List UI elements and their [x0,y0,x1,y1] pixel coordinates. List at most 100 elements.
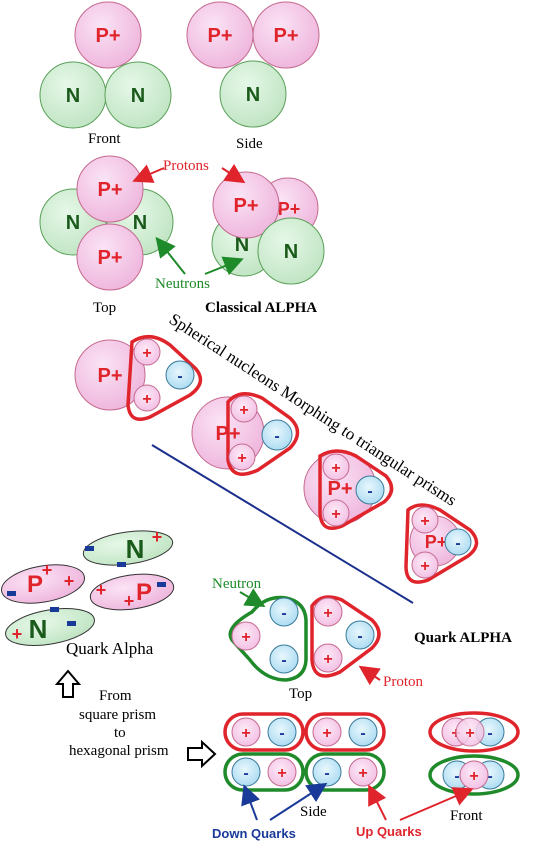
proton-capsule [428,711,520,753]
proton-arrow [358,665,381,686]
up-quark-sign: + [331,506,340,523]
proton-sphere [76,223,144,291]
up-quark-sign: + [124,591,135,611]
neutrons-arrow [204,256,244,276]
up-quark-sign: + [96,580,107,600]
up-quark [348,757,378,787]
front-label: Front [88,131,121,147]
triangular-prism-outline [404,503,479,584]
neutron-letter: N [126,534,145,564]
from-line-3: to [114,725,126,741]
up-quark [313,643,343,673]
down-quark [444,528,472,556]
morph-stage-1: P+ + - + [74,335,203,421]
down-quark-sign: - [357,628,362,645]
up-quark-sign: + [241,725,250,742]
protons-label: Protons [163,158,209,174]
classical-alpha-3d: P+ N P+ N [211,171,325,285]
down-quark-sign: - [367,483,372,500]
up-quark-sign: + [323,605,332,622]
up-quarks-arrow [399,787,474,821]
proton-symbol: P+ [273,25,298,47]
triangular-prism-outline [226,392,300,476]
neutron-letter: N [29,614,48,644]
down-quark [269,597,299,627]
proton-symbol: P+ [233,195,258,217]
down-quark-sign: - [279,725,284,742]
up-quark [313,597,343,627]
side-label: Side [236,136,263,152]
front-label: Front [450,808,483,824]
proton-sphere [76,155,144,223]
down-quark [345,620,375,650]
morph-stage-3: P+ + - + [303,449,394,530]
neutrons-arrow [155,236,186,275]
down-quark-mark [7,591,16,596]
down-quark [355,475,385,505]
neutron-lobe [82,530,174,566]
proton-symbol: P+ [95,25,120,47]
up-quark [133,338,161,366]
down-quark-mark [67,621,76,626]
proton-symbol: P+ [207,25,232,47]
up-quark-sign: + [322,725,331,742]
proton-label: Proton [383,674,424,690]
up-quark-sign: + [323,651,332,668]
from-line-4: hexagonal prism [69,743,169,759]
down-quark-sign: - [281,605,286,622]
down-quark-mark [117,562,126,567]
down-quarks-label: Down Quarks [212,826,296,841]
proton-symbol: P+ [327,478,352,500]
proton-letter: P [136,579,152,606]
up-quark-sign: + [469,768,478,785]
neutron-symbol: N [246,84,260,106]
right-arrow-icon [187,739,217,769]
proton-symbol: P+ [97,179,122,201]
neutron-symbol: N [284,241,298,263]
up-quark [228,443,256,471]
up-quark-sign: + [420,513,429,530]
quark-alpha-label: Quark Alpha [66,639,154,658]
down-quark [261,419,293,451]
up-quark-sign: + [331,460,340,477]
up-quarks-label: Up Quarks [356,824,422,839]
neutron-symbol: N [66,85,80,107]
up-quark-sign: + [358,765,367,782]
down-quark-sign: - [360,725,365,742]
up-quark-sign: + [142,391,151,408]
down-quark [269,644,299,674]
neutron-symbol: N [66,212,80,234]
proton-symbol: P+ [97,365,122,387]
proton-sphere [74,1,142,69]
proton-lobe [1,564,85,604]
down-quark-sign: - [487,725,492,742]
classical-front-view: P+ N N Front [39,1,172,147]
classical-top-view: N N P+ P+ Top [39,155,174,316]
neutron-sphere [104,61,172,129]
up-quark-sign: + [239,402,248,419]
transition-note: From square prism to hexagonal prism [54,669,217,769]
classical-side-view: P+ P+ N Side [186,1,320,152]
up-quark [133,384,161,412]
up-quark [312,717,342,747]
proton-capsule [304,712,386,752]
up-quark [231,621,261,651]
up-quark-sign: + [12,624,23,644]
up-quark-sign: + [42,560,53,580]
up-quark-sign: + [420,558,429,575]
classical-alpha-title: Classical ALPHA [205,300,317,316]
up-quark-sign: + [241,629,250,646]
down-quark-sign: - [274,428,279,445]
proton-letter: P [27,571,43,598]
neutron-label: Neutron [212,576,262,592]
proton-sphere [212,171,280,239]
down-quark-sign: - [177,368,182,385]
up-quark [455,717,485,747]
triangular-prism-outline [318,449,394,530]
neutron-capsule [304,752,386,792]
quark-alpha-cluster: N + P + + P + + N + Quark Alpha [1,527,175,658]
down-quark-mark [85,546,94,551]
proton-symbol: P+ [425,532,448,552]
from-line-2: square prism [79,707,156,723]
proton-prism-outline [310,595,381,678]
